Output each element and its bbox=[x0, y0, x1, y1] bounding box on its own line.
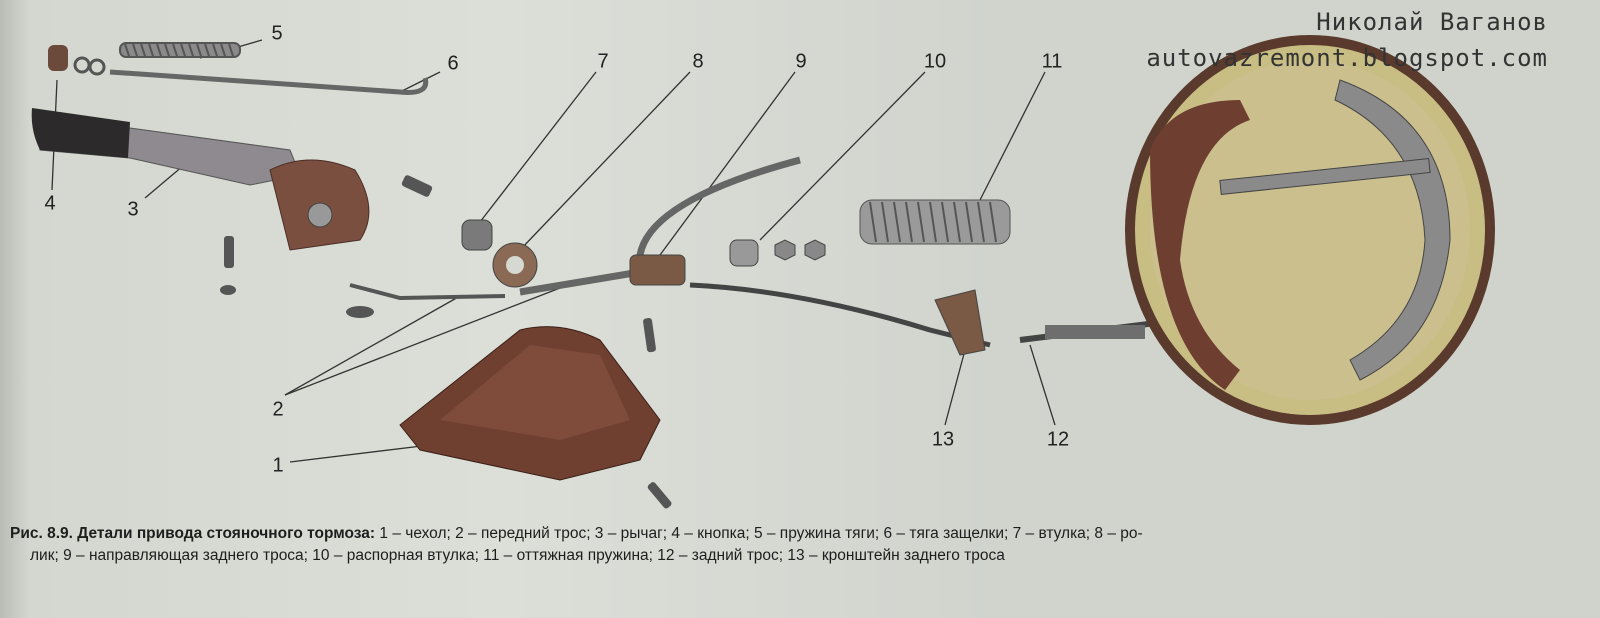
brake-drum bbox=[1125, 35, 1495, 425]
callout-4: 4 bbox=[44, 192, 56, 215]
watermark-site[interactable]: autovazremont.blogspot.com bbox=[1146, 44, 1548, 72]
return-spring bbox=[859, 199, 1011, 245]
callout-10: 10 bbox=[923, 50, 947, 73]
figure-number: Рис. 8.9. bbox=[10, 525, 73, 542]
callout-5: 5 bbox=[271, 22, 283, 45]
callout-13: 13 bbox=[931, 428, 955, 451]
rear-cable-guide bbox=[629, 254, 686, 286]
figure-title: Детали привода стояночного тормоза: bbox=[77, 525, 376, 542]
boot-cover bbox=[399, 326, 661, 481]
front-cable bbox=[349, 283, 506, 301]
bolts bbox=[220, 175, 672, 509]
lever bbox=[31, 108, 370, 251]
callout-2: 2 bbox=[272, 398, 284, 421]
callout-lines bbox=[51, 39, 1056, 463]
bushing bbox=[461, 219, 493, 251]
callout-8: 8 bbox=[692, 50, 704, 73]
button-part bbox=[48, 45, 68, 71]
callout-9: 9 bbox=[795, 50, 807, 73]
latch-rod bbox=[109, 69, 429, 95]
legend-text-2: лик; 9 – направляющая заднего троса; 10 … bbox=[30, 547, 1005, 564]
callout-11: 11 bbox=[1041, 50, 1063, 73]
watermark-author: Николай Ваганов bbox=[1316, 8, 1548, 36]
callout-3: 3 bbox=[127, 198, 139, 221]
rear-cable bbox=[689, 282, 991, 348]
spacer-bushing bbox=[729, 239, 759, 267]
legend-text-1: 1 – чехол; 2 – передний трос; 3 – рычаг;… bbox=[379, 525, 1143, 542]
callout-6: 6 bbox=[447, 52, 459, 75]
rear-cable-bracket bbox=[934, 289, 986, 356]
callout-7: 7 bbox=[597, 50, 609, 73]
figure-caption-line1: Рис. 8.9. Детали привода стояночного тор… bbox=[10, 525, 1143, 543]
rod-spring bbox=[119, 42, 241, 58]
callout-1: 1 bbox=[272, 454, 284, 477]
callout-12: 12 bbox=[1046, 428, 1070, 451]
